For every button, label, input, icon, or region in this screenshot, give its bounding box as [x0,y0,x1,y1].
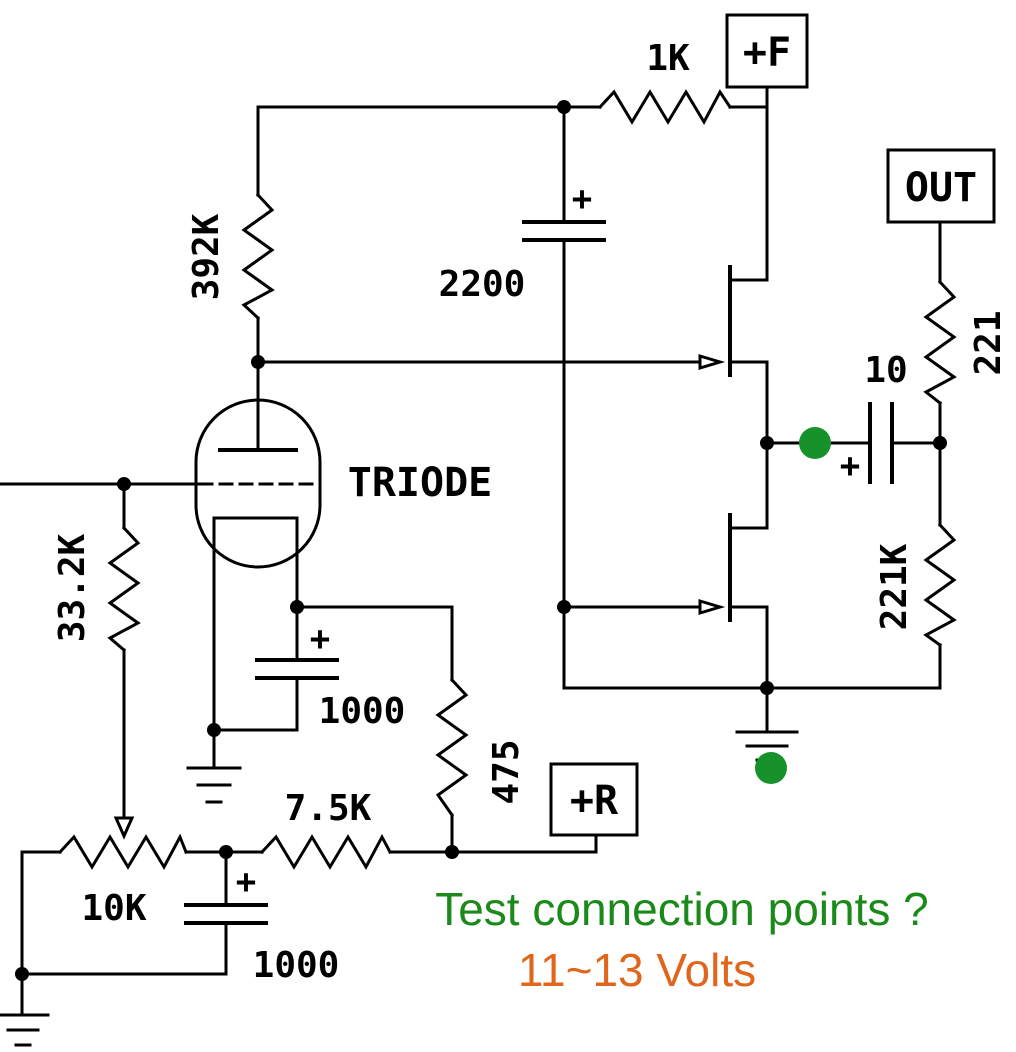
transistor-lower [698,513,732,622]
capacitor-1000-cathode [255,658,339,692]
annotation-voltage: 11~13 Volts [518,944,756,996]
label-221: 221 [968,310,1009,375]
resistor-7-5k [259,833,393,871]
label-1000-cathode: 1000 [319,691,406,732]
junction-dots [15,100,947,981]
test-point-output-node[interactable] [799,427,831,459]
polarity-2200: + [572,179,592,219]
label-475: 475 [486,739,527,804]
terminal-out: OUT [905,165,977,211]
capacitor-2200 [522,220,606,242]
label-10k: 10K [81,888,146,929]
triode-tube [194,398,322,569]
terminal-plus-r: +R [570,778,619,824]
polarity-1000-cathode: + [310,619,330,659]
ground-symbol-tube [186,766,242,804]
pot-wiper-arrow [113,816,135,840]
label-10: 10 [864,350,907,391]
label-1k: 1K [646,38,690,79]
label-triode: TRIODE [348,460,493,506]
resistor-221k [923,522,957,648]
resistor-392k [241,192,275,321]
potentiometer-10k [57,833,188,871]
label-221k: 221K [874,543,915,630]
test-point-ground[interactable] [755,752,787,784]
label-33-2k: 33.2K [52,533,93,642]
terminal-out-box [886,148,996,224]
label-7-5k: 7.5K [285,788,372,829]
terminal-plus-f-box [725,13,809,89]
transistor-upper [698,265,732,377]
capacitor-10 [868,402,894,484]
polarity-1000-filter: + [236,862,256,902]
capacitor-1000-filter [184,903,268,925]
resistor-1k [597,89,733,126]
resistor-33-2k [107,525,141,653]
annotation-question: Test connection points ? [435,883,929,935]
resistor-475 [435,677,469,818]
label-1000-filter: 1000 [253,945,340,986]
terminal-plus-f: +F [743,30,791,76]
wires [0,85,942,1017]
label-2200: 2200 [439,264,526,305]
terminal-plus-r-box [549,762,639,837]
resistor-221 [923,279,957,406]
ground-symbol-supply [0,1013,50,1047]
polarity-10: + [840,446,860,486]
label-392k: 392K [186,213,227,300]
